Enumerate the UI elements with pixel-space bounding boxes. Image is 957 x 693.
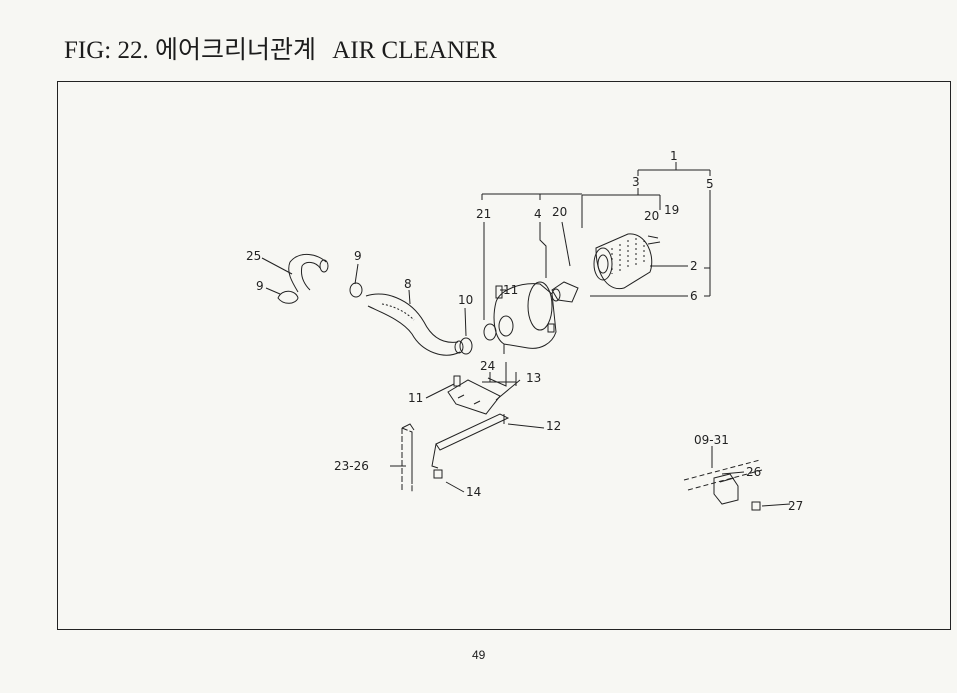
callout-10: 10	[458, 293, 473, 307]
part-clamp-9-left	[277, 290, 299, 304]
callout-12: 12	[546, 419, 561, 433]
part-bracket-13	[447, 362, 507, 415]
callout-13: 13	[526, 371, 541, 385]
callout-5: 5	[706, 177, 714, 191]
callout-26: 26	[746, 465, 761, 479]
part-small-hose-20	[551, 281, 579, 303]
part-filter-element	[593, 233, 661, 290]
callout-21: 21	[476, 207, 491, 221]
callout-23-26: 23-26	[334, 459, 369, 473]
part-hose-25	[288, 254, 329, 293]
part-bolt-27	[751, 501, 761, 511]
part-frame-09-31	[683, 459, 763, 491]
callout-11-top: 11	[503, 283, 518, 297]
page-number: 49	[472, 648, 486, 662]
callout-25: 25	[246, 249, 261, 263]
callout-9-left: 9	[256, 279, 264, 293]
part-bolt-11-top	[495, 285, 503, 299]
part-clamp-9-right	[349, 282, 363, 298]
callout-20-mid: 20	[552, 205, 567, 219]
diagram-frame	[57, 81, 951, 630]
callout-19: 19	[664, 203, 679, 217]
fig-number: 22.	[117, 37, 149, 64]
callout-20-top: 20	[644, 209, 659, 223]
fig-label: FIG:	[64, 37, 112, 64]
callout-14: 14	[466, 485, 481, 499]
callout-3: 3	[632, 175, 640, 189]
fig-english-name: AIR CLEANER	[332, 37, 497, 64]
part-bolt-11-mid	[453, 375, 461, 387]
fig-korean-name: 에어크리너관계	[154, 37, 316, 64]
callout-8: 8	[404, 277, 412, 291]
callout-27: 27	[788, 499, 803, 513]
callout-2: 2	[690, 259, 698, 273]
callout-4: 4	[534, 207, 542, 221]
callout-09-31: 09-31	[694, 433, 729, 447]
callout-1: 1	[670, 149, 678, 163]
part-bolt-14	[433, 469, 443, 479]
callout-9-right: 9	[354, 249, 362, 263]
callout-11-mid: 11	[408, 391, 423, 405]
part-air-cleaner-housing	[483, 281, 557, 354]
part-stay-bar-12	[431, 413, 510, 469]
part-bracket-26	[713, 473, 739, 505]
callout-6: 6	[690, 289, 698, 303]
figure-title: FIG: 22. 에어크리너관계 AIR CLEANER	[64, 30, 497, 66]
leader-lines	[261, 162, 791, 507]
part-clamp-10	[459, 337, 473, 355]
part-frame-rail-23-26	[401, 423, 415, 492]
callout-24: 24	[480, 359, 495, 373]
part-intake-pipe-8	[365, 293, 464, 356]
